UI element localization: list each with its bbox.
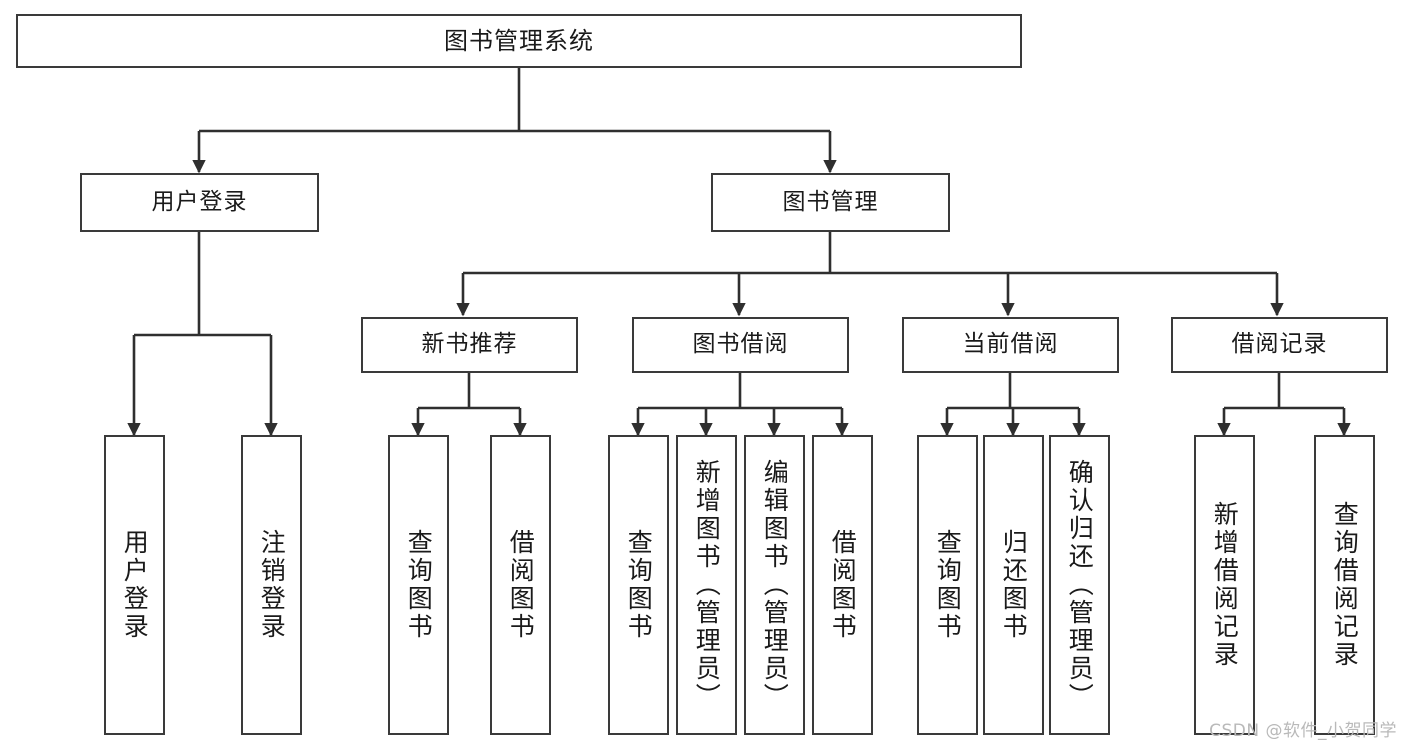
leaf-user-login-label: 用户登录: [120, 529, 150, 641]
leaf-query-book-2[interactable]: 查询图书: [608, 435, 669, 735]
node-root-label: 图书管理系统: [444, 26, 594, 55]
leaf-query-book-2-label: 查询图书: [624, 529, 654, 641]
node-new-book-recommend-label: 新书推荐: [421, 331, 518, 358]
leaf-return-book[interactable]: 归还图书: [983, 435, 1044, 735]
leaf-edit-book[interactable]: 编辑图书（管理员）: [744, 435, 805, 735]
leaf-user-login[interactable]: 用户登录: [104, 435, 165, 735]
leaf-add-book-label: 新增图书（管理员）: [692, 459, 722, 711]
leaf-borrow-book-2[interactable]: 借阅图书: [812, 435, 873, 735]
leaf-add-book[interactable]: 新增图书（管理员）: [676, 435, 737, 735]
leaf-confirm-return[interactable]: 确认归还（管理员）: [1049, 435, 1110, 735]
node-current-borrow-label: 当前借阅: [962, 331, 1059, 358]
leaf-borrow-book-1-label: 借阅图书: [506, 529, 536, 641]
leaf-return-book-label: 归还图书: [999, 529, 1029, 641]
leaf-query-book-1[interactable]: 查询图书: [388, 435, 449, 735]
leaf-edit-book-label: 编辑图书（管理员）: [760, 459, 790, 711]
node-book-borrow[interactable]: 图书借阅: [632, 317, 849, 373]
leaf-borrow-book-1[interactable]: 借阅图书: [490, 435, 551, 735]
leaf-logout-login[interactable]: 注销登录: [241, 435, 302, 735]
leaf-borrow-book-2-label: 借阅图书: [828, 529, 858, 641]
node-new-book-recommend[interactable]: 新书推荐: [361, 317, 578, 373]
leaf-add-borrow-record[interactable]: 新增借阅记录: [1194, 435, 1255, 735]
leaf-query-book-3[interactable]: 查询图书: [917, 435, 978, 735]
csdn-watermark: CSDN @软件_小贺同学: [1209, 721, 1397, 741]
leaf-query-borrow-record-label: 查询借阅记录: [1330, 501, 1360, 669]
node-borrow-record-label: 借阅记录: [1231, 331, 1328, 358]
leaf-query-book-1-label: 查询图书: [404, 529, 434, 641]
leaf-confirm-return-label: 确认归还（管理员）: [1065, 459, 1095, 711]
node-book-manage-label: 图书管理: [782, 188, 879, 215]
node-user-login-label: 用户登录: [151, 188, 248, 215]
leaf-logout-login-label: 注销登录: [257, 529, 287, 641]
node-root[interactable]: 图书管理系统: [16, 14, 1022, 68]
node-user-login[interactable]: 用户登录: [80, 173, 319, 232]
node-borrow-record[interactable]: 借阅记录: [1171, 317, 1388, 373]
leaf-query-borrow-record[interactable]: 查询借阅记录: [1314, 435, 1375, 735]
node-current-borrow[interactable]: 当前借阅: [902, 317, 1119, 373]
leaf-query-book-3-label: 查询图书: [933, 529, 963, 641]
node-book-manage[interactable]: 图书管理: [711, 173, 950, 232]
node-book-borrow-label: 图书借阅: [692, 331, 789, 358]
leaf-add-borrow-record-label: 新增借阅记录: [1210, 501, 1240, 669]
